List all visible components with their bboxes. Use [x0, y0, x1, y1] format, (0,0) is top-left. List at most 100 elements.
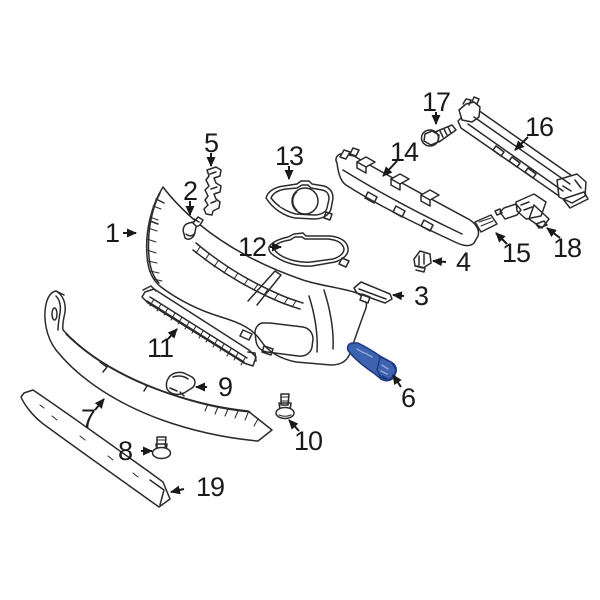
- part-8-bolt[interactable]: [151, 436, 172, 460]
- part-9-details: [169, 375, 189, 397]
- callout-7[interactable]: 7: [81, 398, 105, 434]
- part-7-outline: [44, 290, 273, 442]
- callout-label-7[interactable]: 7: [81, 404, 96, 434]
- part-9-bracket[interactable]: [165, 371, 196, 397]
- callout-6[interactable]: 6: [392, 374, 416, 413]
- callout-3[interactable]: 3: [392, 281, 429, 311]
- part-2-details: [185, 218, 200, 237]
- callout-15[interactable]: 15: [495, 232, 531, 268]
- callout-label-6[interactable]: 6: [401, 383, 416, 413]
- part-15-details: [478, 217, 494, 227]
- part-13-fog-opening: [291, 187, 319, 215]
- part-8-threads: [157, 439, 167, 445]
- part-2-screw[interactable]: [182, 216, 204, 240]
- callout-label-3[interactable]: 3: [414, 281, 429, 311]
- callout-label-19[interactable]: 19: [196, 472, 225, 502]
- part-4-details: [418, 253, 425, 266]
- part-5-side-bracket[interactable]: [203, 166, 222, 216]
- callout-label-2[interactable]: 2: [183, 176, 198, 206]
- callout-label-5[interactable]: 5: [204, 128, 219, 158]
- part-16-impact-bar[interactable]: [457, 96, 589, 209]
- callout-label-9[interactable]: 9: [218, 372, 233, 402]
- part-7-lower-valance[interactable]: [44, 290, 273, 442]
- callout-17[interactable]: 17: [422, 87, 451, 125]
- part-19-outline: [20, 389, 171, 508]
- callout-arrow-6: [392, 374, 402, 388]
- part-14-details: [342, 161, 463, 235]
- callout-label-18[interactable]: 18: [553, 233, 582, 263]
- part-19-lower-molding[interactable]: [20, 389, 171, 508]
- part-13-inner-ring: [270, 184, 333, 221]
- callout-label-16[interactable]: 16: [525, 112, 554, 142]
- part-7-hatch: [204, 403, 259, 427]
- part-3-bracket-strip[interactable]: [353, 281, 393, 304]
- part-4-clip[interactable]: [413, 250, 432, 273]
- part-16-right-bracket: [556, 173, 589, 209]
- part-12-inner-ring: [273, 236, 350, 268]
- part-8-flange: [151, 446, 172, 460]
- callout-1[interactable]: 1: [105, 218, 137, 248]
- callout-arrow-19: [170, 485, 185, 495]
- callout-9[interactable]: 9: [195, 372, 233, 402]
- part-18-details: [520, 201, 533, 211]
- callout-label-17[interactable]: 17: [422, 87, 451, 117]
- callout-arrow-16: [514, 136, 529, 151]
- callout-arrow-11: [167, 328, 178, 340]
- part-13-crescent: [292, 191, 298, 211]
- part-7-details: [55, 290, 251, 413]
- callout-label-4[interactable]: 4: [456, 247, 472, 277]
- part-3-details: [358, 288, 387, 300]
- part-1-bumper-cover[interactable]: [145, 186, 368, 366]
- callout-4[interactable]: 4: [432, 247, 472, 277]
- callout-5[interactable]: 5: [204, 128, 219, 167]
- callout-arrow-7: [94, 398, 105, 411]
- part-12-lower-grille[interactable]: [268, 232, 350, 268]
- part-6-side-support-selected[interactable]: [346, 342, 397, 382]
- callout-12[interactable]: 12: [238, 232, 282, 262]
- callout-label-13[interactable]: 13: [275, 141, 304, 171]
- callout-arrow-3: [392, 291, 405, 301]
- part-16-left-bracket: [458, 96, 481, 123]
- callout-arrow-4: [432, 257, 447, 267]
- callout-label-8[interactable]: 8: [118, 436, 133, 466]
- callout-arrow-18: [546, 227, 561, 239]
- part-7-hole: [51, 307, 58, 321]
- part-18-side-mount-bracket[interactable]: [494, 193, 550, 229]
- callout-arrow-15: [495, 232, 508, 245]
- part-11-hatch: [149, 298, 246, 366]
- part-15-pad[interactable]: [474, 214, 498, 233]
- part-10-flange: [275, 406, 295, 420]
- callout-label-12[interactable]: 12: [238, 232, 267, 262]
- part-5-details: [209, 171, 218, 204]
- callout-13[interactable]: 13: [275, 141, 304, 180]
- callout-2[interactable]: 2: [183, 176, 198, 216]
- callout-label-11[interactable]: 11: [147, 333, 174, 363]
- part-14-impact-absorber[interactable]: [335, 147, 480, 247]
- part-6-notch: [382, 375, 388, 380]
- callout-19[interactable]: 19: [170, 472, 225, 502]
- callout-arrow-10: [288, 419, 300, 432]
- part-11-details: [142, 285, 257, 363]
- part-5-outline: [203, 166, 222, 216]
- callout-14[interactable]: 14: [382, 137, 420, 177]
- part-10-bolt[interactable]: [275, 393, 295, 420]
- callout-label-14[interactable]: 14: [390, 137, 420, 167]
- callout-11[interactable]: 11: [147, 328, 178, 363]
- part-1-hatch: [146, 205, 297, 308]
- part-1-outline: [145, 186, 368, 366]
- callout-label-10[interactable]: 10: [294, 426, 323, 456]
- callout-16[interactable]: 16: [514, 112, 554, 151]
- callout-label-15[interactable]: 15: [502, 238, 531, 268]
- callout-10[interactable]: 10: [288, 419, 323, 456]
- part-17-bolt[interactable]: [420, 124, 457, 147]
- callout-label-1[interactable]: 1: [105, 218, 120, 248]
- part-12-mesh: [274, 237, 344, 263]
- part-11-center-reinforcement[interactable]: [141, 285, 257, 367]
- callout-18[interactable]: 18: [546, 227, 582, 263]
- part-19-hatch: [39, 404, 139, 478]
- part-13-fog-lamp-bezel[interactable]: [265, 180, 334, 221]
- part-19-details: [149, 479, 165, 506]
- callout-8[interactable]: 8: [118, 436, 153, 466]
